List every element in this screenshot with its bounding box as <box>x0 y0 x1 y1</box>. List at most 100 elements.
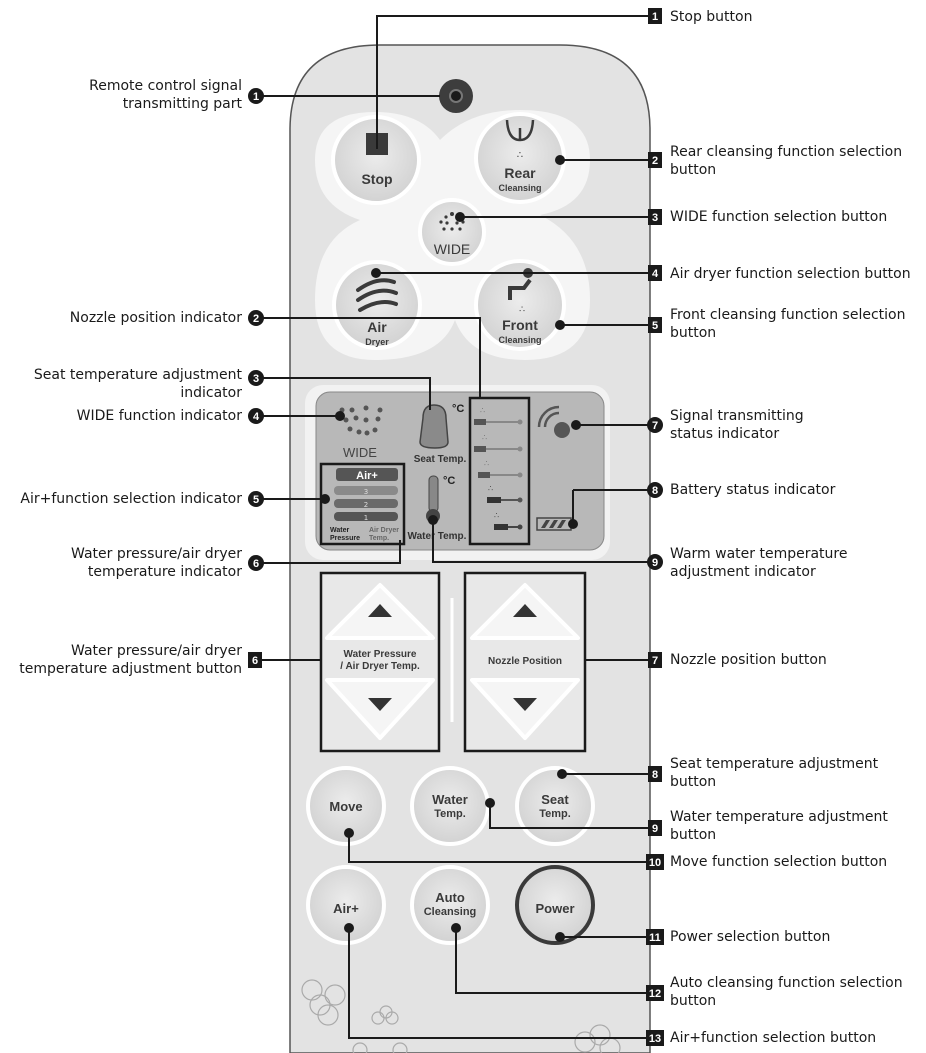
wide-button[interactable]: WIDE <box>418 198 486 266</box>
water-pressure-adjust-button[interactable]: Water Pressure / Air Dryer Temp. <box>319 571 441 753</box>
callout-move-function: Move function selection button <box>670 854 888 870</box>
svg-text:9: 9 <box>652 823 658 835</box>
rear-cleansing-button[interactable]: ∴ Rear Cleansing <box>474 112 566 204</box>
svg-text:1: 1 <box>253 91 259 103</box>
air-plus-indicator: Air+ 3 2 1 Water Pressure Air Dryer Temp… <box>319 462 406 546</box>
svg-text:12: 12 <box>649 988 661 1000</box>
move-label: Move <box>329 799 362 814</box>
level-2: 2 <box>364 501 368 509</box>
up-arrow-icon <box>513 604 537 617</box>
air-dryer-button[interactable]: Air Dryer <box>332 260 422 350</box>
svg-text:5: 5 <box>253 494 259 506</box>
signal-status-icon <box>537 405 570 438</box>
down-arrow-icon <box>513 698 537 711</box>
front-sub-label: Cleansing <box>498 335 541 345</box>
svg-text:∴: ∴ <box>488 484 493 493</box>
front-cleansing-button[interactable]: ∴ Front Cleansing <box>474 259 566 351</box>
svg-text:8: 8 <box>652 769 658 781</box>
callout-stop-button: Stop button <box>670 9 753 25</box>
water-temp-label: Water Temp. <box>408 531 467 542</box>
callout-wide-indicator: WIDE function indicator <box>76 408 242 424</box>
svg-text:1: 1 <box>652 11 658 23</box>
svg-text:∴: ∴ <box>480 406 485 415</box>
auto-label: Auto <box>435 890 465 905</box>
air-dryer-icon <box>356 278 398 312</box>
callout-air-dryer: Air dryer function selection button <box>670 266 911 282</box>
power-label: Power <box>535 901 574 916</box>
rear-sub-label: Cleansing <box>498 183 541 193</box>
callout-auto-cleansing: Auto cleansing function selection button <box>670 975 903 1009</box>
wide-indicator-label: WIDE <box>343 445 377 460</box>
water-temp-label: Water <box>432 792 468 807</box>
callout-nozzle-position-button: Nozzle position button <box>670 652 827 668</box>
wide-label: WIDE <box>434 241 471 257</box>
left-number-markers: 1 2 3 4 5 6 6 <box>248 88 264 668</box>
svg-text:3: 3 <box>253 373 259 385</box>
power-button[interactable]: Power <box>515 865 595 945</box>
svg-text:10: 10 <box>649 857 661 869</box>
callout-power-selection: Power selection button <box>670 929 831 945</box>
leader-dots <box>320 155 581 942</box>
air-plus-indicator-label: Air+ <box>356 470 378 482</box>
callout-battery-status: Battery status indicator <box>670 482 836 498</box>
svg-text:11: 11 <box>649 932 661 944</box>
callout-air-plus-indicator: Air+function selection indicator <box>20 491 242 507</box>
rear-icon <box>505 119 535 142</box>
move-button[interactable]: Move <box>306 766 386 846</box>
callout-air-plus-button: Air+function selection button <box>670 1030 877 1046</box>
wide-indicator: WIDE <box>339 405 383 460</box>
callout-water-pressure-indicator: Water pressure/air dryer temperature ind… <box>71 546 242 580</box>
seat-temp-degc: °C <box>452 403 464 415</box>
callout-wide-function: WIDE function selection button <box>670 209 888 225</box>
water-temp-sub-label: Temp. <box>434 808 466 820</box>
svg-text:9: 9 <box>652 557 658 569</box>
level-1: 1 <box>364 514 368 522</box>
svg-text:5: 5 <box>652 320 658 332</box>
water-temp-button[interactable]: Water Temp. <box>410 766 490 846</box>
air-dryer-temp-label: Temp. <box>369 535 389 542</box>
callout-signal-status: Signal transmitting status indicator <box>670 408 804 442</box>
water-label: Water <box>330 527 349 534</box>
seat-temp-label: Seat Temp. <box>414 454 467 465</box>
callout-water-pressure-button: Water pressure/air dryer temperature adj… <box>19 643 242 677</box>
svg-text:∴: ∴ <box>519 305 525 315</box>
stop-label: Stop <box>361 171 392 187</box>
svg-text:∴: ∴ <box>517 150 523 161</box>
right-number-markers: 1 2 3 4 5 7 8 9 7 8 9 10 11 12 13 <box>646 8 664 1046</box>
water-temp-indicator: °C Water Temp. <box>408 475 467 542</box>
pressure-label: Pressure <box>330 535 360 542</box>
svg-text:7: 7 <box>652 420 658 432</box>
seat-temp-button[interactable]: Seat Temp. <box>515 766 595 846</box>
auto-cleansing-button[interactable]: Auto Cleansing <box>410 865 490 945</box>
seat-temp-sub-label: Temp. <box>539 808 571 820</box>
callout-front-cleansing: Front cleansing function selection butto… <box>670 307 906 341</box>
callout-seat-temp-button: Seat temperature adjustment button <box>670 756 879 790</box>
svg-text:7: 7 <box>652 655 658 667</box>
air-plus-label: Air+ <box>333 901 359 916</box>
air-plus-button[interactable]: Air+ <box>306 865 386 945</box>
svg-text:∴: ∴ <box>482 433 487 442</box>
auto-sub-label: Cleansing <box>424 906 477 918</box>
water-temp-degc: °C <box>443 475 455 487</box>
svg-text:4: 4 <box>652 268 659 280</box>
up-arrow-icon <box>368 604 392 617</box>
callout-signal-transmitting-part: Remote control signal transmitting part <box>89 78 242 112</box>
level-3: 3 <box>364 488 368 496</box>
nozzle-position-label: Nozzle Position <box>488 656 562 667</box>
svg-text:2: 2 <box>253 313 259 325</box>
svg-text:4: 4 <box>253 411 260 423</box>
stop-button[interactable]: Stop <box>331 115 421 205</box>
callout-water-temp-button: Water temperature adjustment button <box>670 809 888 843</box>
svg-text:13: 13 <box>649 1033 661 1045</box>
svg-text:∴: ∴ <box>484 459 489 468</box>
nozzle-position-button[interactable]: Nozzle Position <box>463 571 587 753</box>
air-sub-label: Dryer <box>365 337 389 347</box>
svg-text:2: 2 <box>652 155 658 167</box>
air-dryer-label: Air Dryer <box>369 527 399 534</box>
rear-label: Rear <box>504 165 536 181</box>
display-panel: WIDE °C Seat Temp. Air+ 3 2 1 Water Pres… <box>305 385 610 560</box>
callout-rear-cleansing: Rear cleansing function selection button <box>670 144 903 178</box>
seat-temp-label: Seat <box>541 792 569 807</box>
callout-seat-temp-indicator: Seat temperature adjustment indicator <box>33 367 242 401</box>
